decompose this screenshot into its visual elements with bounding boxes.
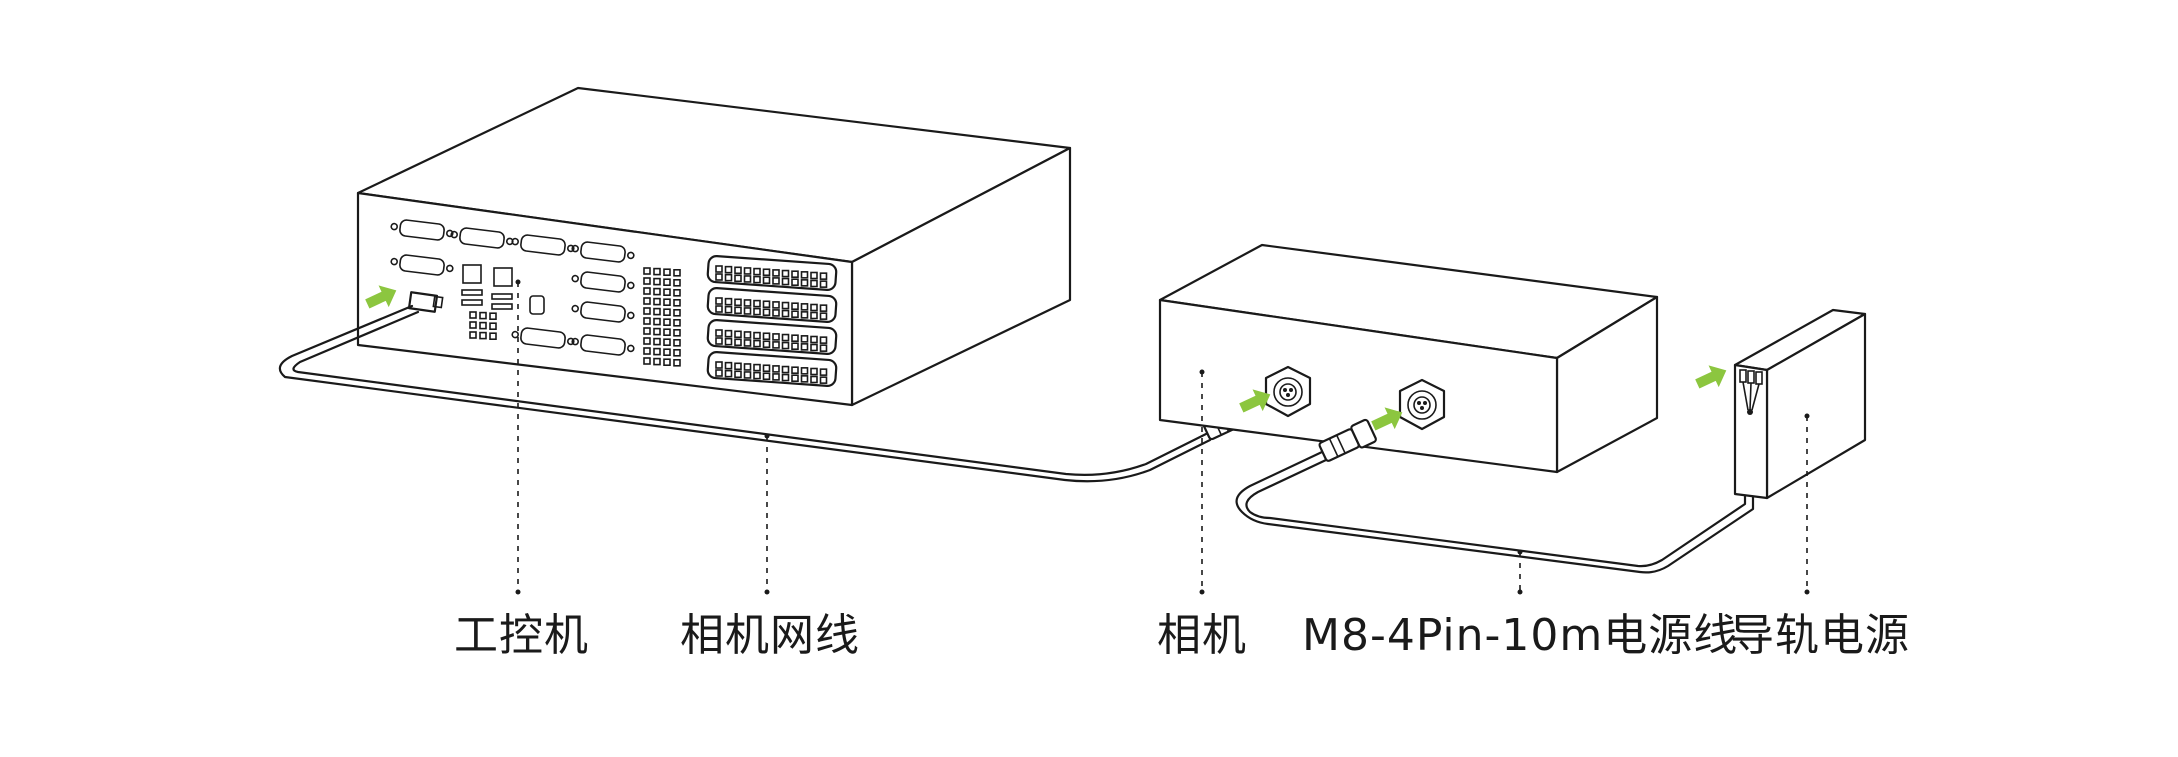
label-network-cable: 相机网线 (680, 610, 860, 661)
industrial-pc (356, 86, 1072, 407)
camera-front-face (1158, 298, 1559, 474)
leader-lines (515, 279, 1810, 595)
camera (1158, 243, 1659, 474)
ipc-vent-grid-right (643, 267, 681, 367)
rail-power-supply (1733, 308, 1867, 500)
arrow-icon-camera-network (1239, 389, 1271, 413)
rail-power-terminals (1739, 369, 1763, 415)
label-rail-power: 导轨电源 (1730, 610, 1910, 661)
power-cable-connector (1318, 418, 1377, 462)
label-ipc: 工控机 (454, 610, 589, 661)
power-cable (1235, 406, 1755, 574)
arrow-icon-rail-power (1695, 365, 1727, 389)
ipc-network-plug (407, 291, 444, 313)
camera-network-port (1264, 365, 1312, 418)
label-camera: 相机 (1157, 610, 1247, 661)
arrow-icon-ipc (365, 285, 397, 309)
rail-power-front-face (1733, 363, 1769, 500)
ipc-io-terminals (706, 255, 838, 387)
ipc-vent-grid-left (469, 311, 497, 341)
camera-power-port (1398, 378, 1446, 431)
connection-arrows (365, 285, 1727, 431)
ipc-serial-ports (390, 219, 635, 356)
ipc-lan-ports (462, 264, 513, 287)
arrow-icon-camera-power (1371, 407, 1403, 431)
label-power-cable: M8-4Pin-10m电源线 (1302, 610, 1739, 661)
ipc-usb-ports (461, 289, 545, 315)
